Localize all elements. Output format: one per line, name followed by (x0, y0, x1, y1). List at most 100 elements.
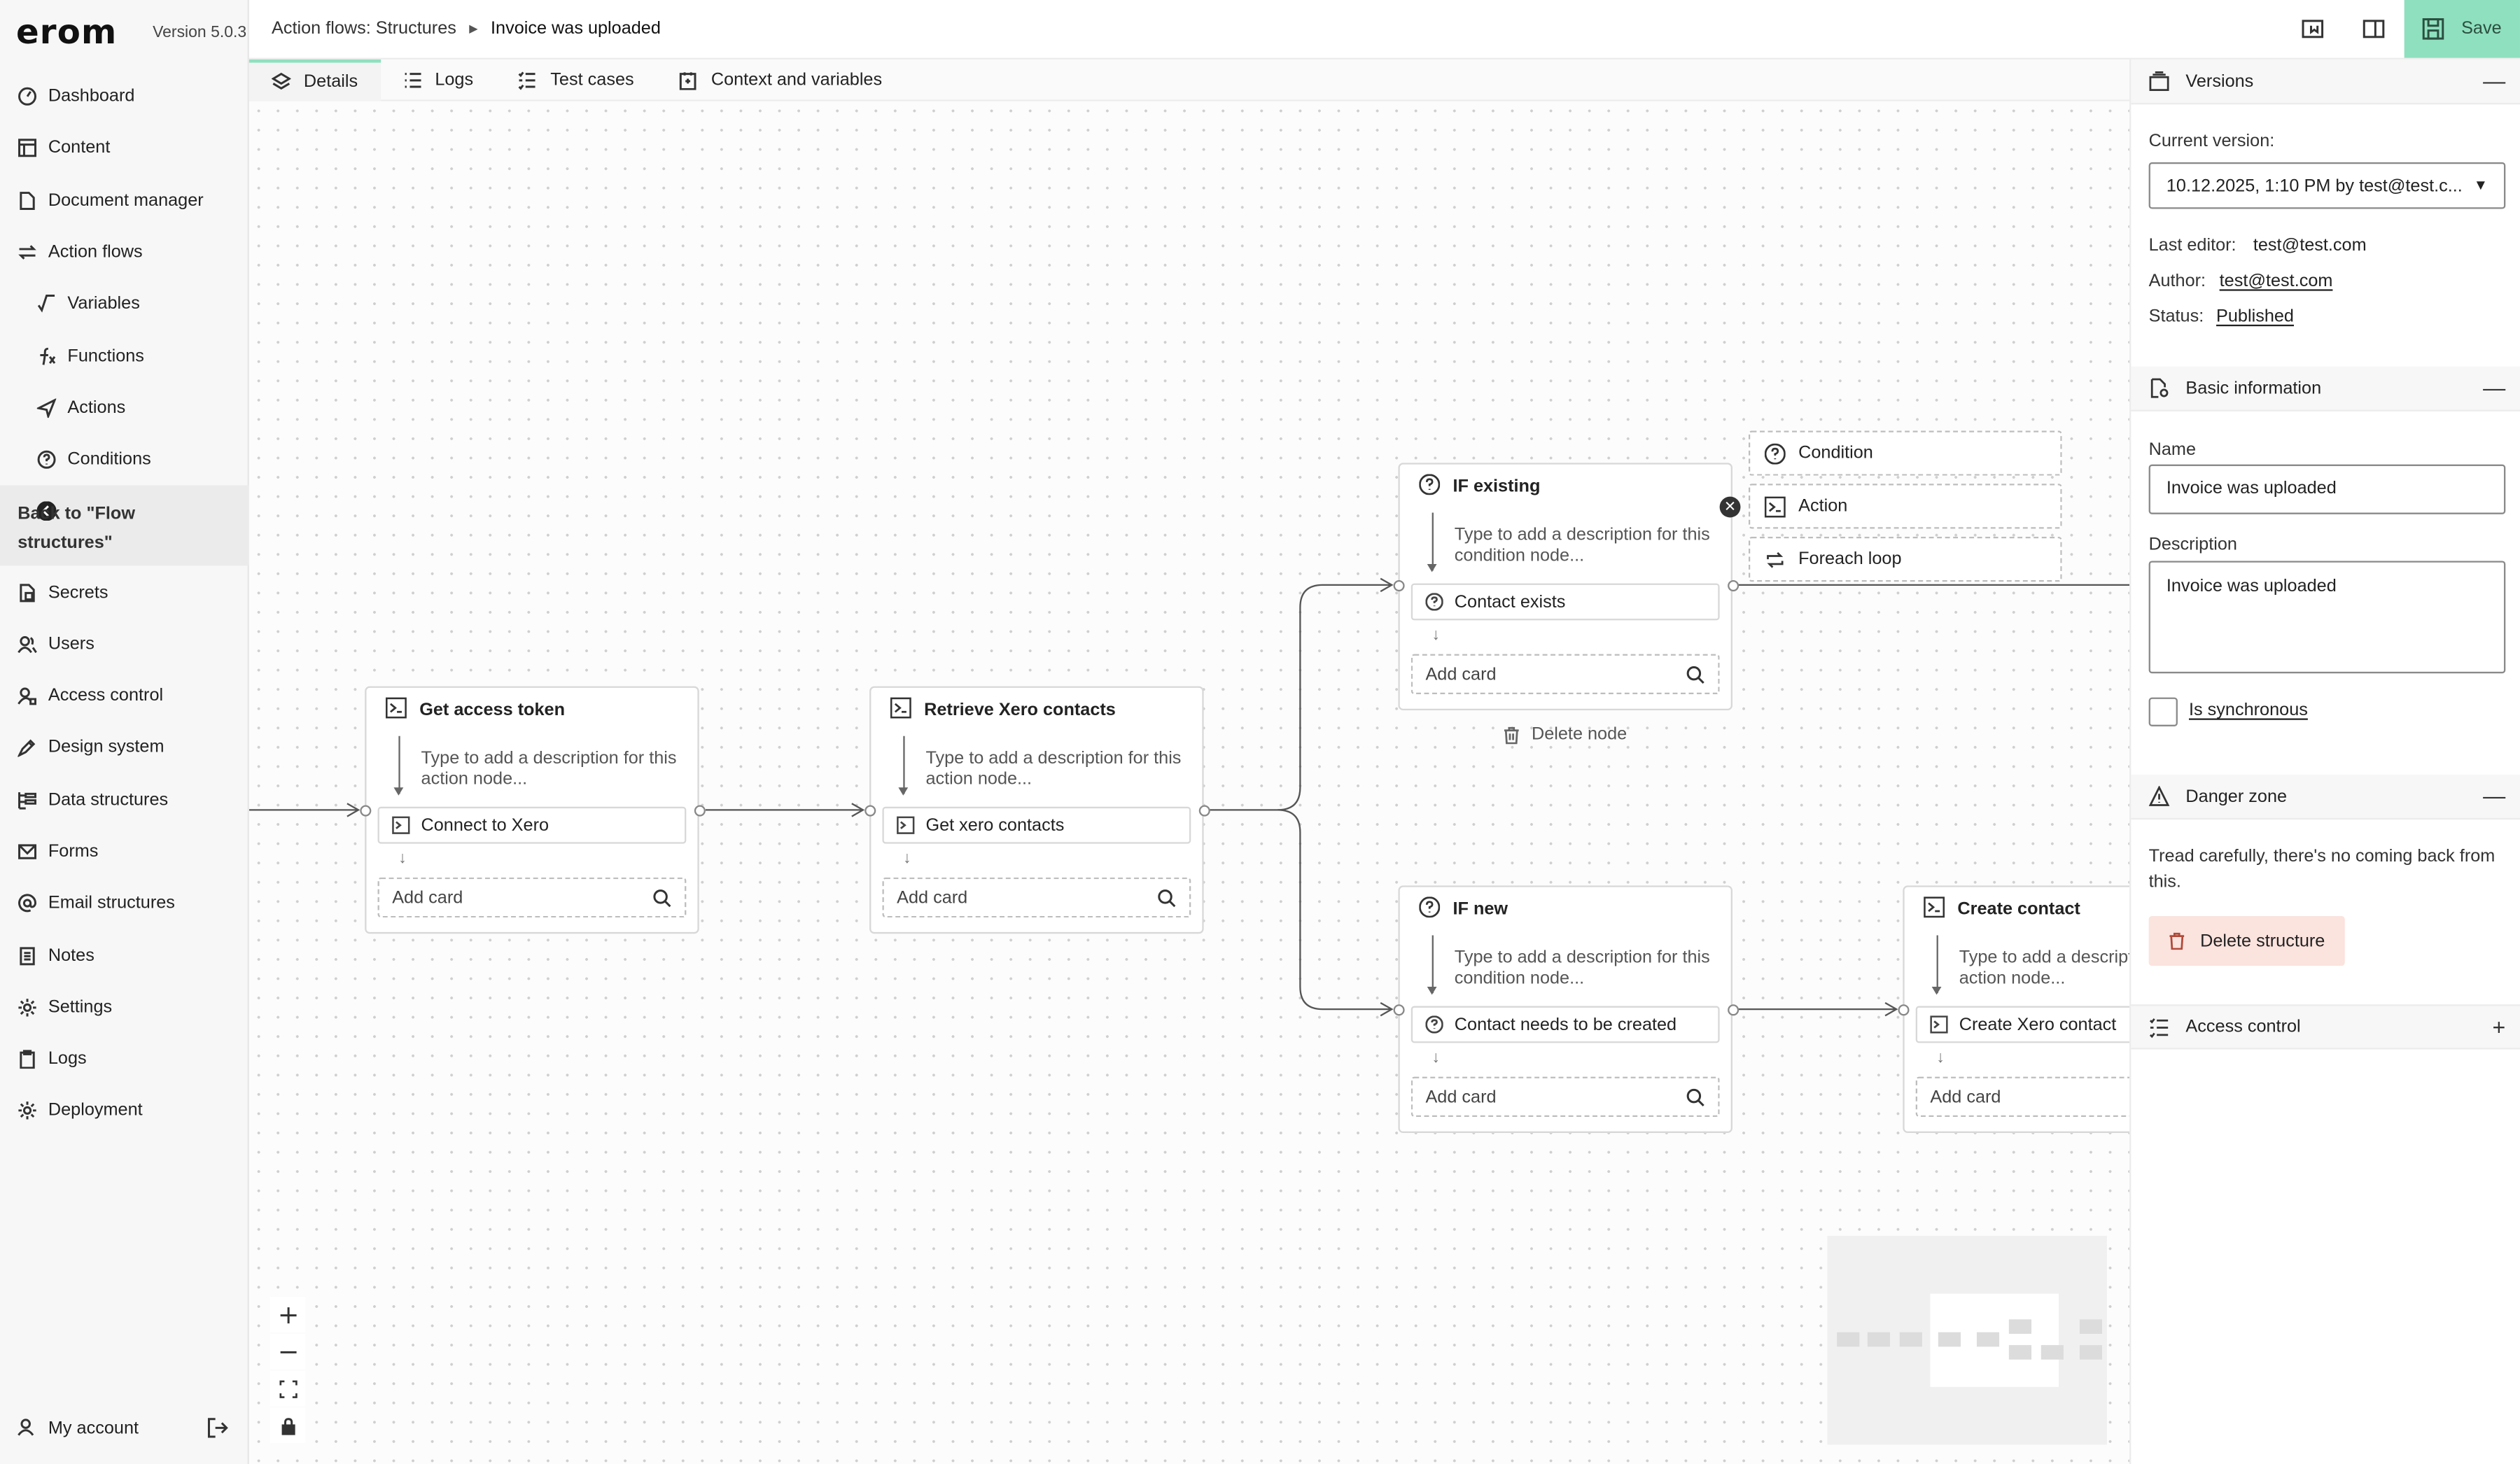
fit-view-icon[interactable] (270, 1370, 306, 1407)
collapse-icon[interactable]: — (2483, 374, 2506, 400)
sidebar-item-label: Variables (67, 294, 140, 314)
sidebar-item-label: Deployment (48, 1101, 143, 1121)
output-port[interactable] (694, 805, 706, 817)
sidebar-item-dashboard[interactable]: Dashboard (0, 71, 249, 122)
flow-node-get-access-token[interactable]: Get access token Type to add a descripti… (360, 686, 706, 934)
add-condition-option[interactable]: Condition (1748, 430, 2062, 476)
zoom-in-icon[interactable] (270, 1297, 306, 1332)
danger-zone-section-header[interactable]: Danger zone — (2131, 774, 2520, 820)
sidebar-item-logs[interactable]: Logs (0, 1034, 249, 1085)
tab-context-and-variables[interactable]: Context and variables (657, 59, 905, 101)
add-card-field[interactable]: Add card (1915, 1076, 2130, 1117)
sidebar-item-users[interactable]: Users (0, 618, 249, 670)
sidebar-item-deployment[interactable]: Deployment (0, 1085, 249, 1137)
sidebar-item-label: Design system (48, 738, 164, 758)
output-port[interactable] (1198, 805, 1210, 817)
sidebar-item-label: Back to "Flow structures" (18, 505, 135, 554)
sidebar-item-secrets[interactable]: Secrets (0, 566, 249, 618)
sidebar-item-back-to-flow-structures[interactable]: Back to "Flow structures" (0, 486, 249, 567)
node-card[interactable]: Get xero contacts (882, 806, 1191, 844)
folder-icon[interactable] (2298, 15, 2327, 43)
flow-node-if-existing[interactable]: IF existing Type to add a description fo… (1393, 463, 1740, 711)
arrows-icon (16, 241, 38, 264)
lock-icon[interactable] (270, 1407, 306, 1444)
input-port[interactable] (1393, 1004, 1405, 1016)
expand-icon[interactable]: + (2492, 1014, 2506, 1040)
node-card[interactable]: Connect to Xero (377, 806, 687, 844)
sidebar-item-label: Dashboard (48, 87, 135, 106)
output-port[interactable] (1728, 1004, 1740, 1016)
tab-test-cases[interactable]: Test cases (496, 59, 657, 101)
tab-details[interactable]: Details (248, 59, 381, 101)
my-account-link[interactable]: My account (0, 1408, 249, 1450)
flow-node-create-contact[interactable]: Create contact Type to add a description… (1898, 885, 2130, 1133)
add-card-field[interactable]: Add card (377, 877, 687, 918)
flow-node-if-new[interactable]: IF new Type to add a description for thi… (1393, 885, 1740, 1133)
access-control-section-header[interactable]: Access control + (2131, 1004, 2520, 1050)
delete-node-button[interactable]: Delete node (1503, 725, 1627, 744)
node-card[interactable]: Contact needs to be created (1410, 1006, 1720, 1043)
layers-icon (272, 72, 291, 90)
sidebar-item-content[interactable]: Content (0, 122, 249, 174)
flow-node-retrieve-xero-contacts[interactable]: Retrieve Xero contacts Type to add a des… (864, 686, 1210, 934)
section-title: Access control (2185, 1017, 2301, 1037)
description-textarea[interactable]: Invoice was uploaded (2148, 561, 2506, 674)
logout-icon[interactable] (207, 1417, 228, 1446)
properties-panel: Versions — Current version: 10.12.2025, … (2129, 59, 2520, 1464)
sidebar-item-data-structures[interactable]: Data structures (0, 774, 249, 826)
sidebar-item-settings[interactable]: Settings (0, 982, 249, 1034)
tab-logs[interactable]: Logs (380, 59, 496, 101)
node-title: Create contact (1923, 896, 2080, 922)
input-port[interactable] (1393, 580, 1405, 592)
delete-structure-button[interactable]: Delete structure (2148, 915, 2345, 966)
sidebar-item-forms[interactable]: Forms (0, 826, 249, 878)
sidebar-item-access-control[interactable]: Access control (0, 670, 249, 722)
node-description[interactable]: Type to add a description for this actio… (1959, 948, 2129, 989)
add-action-option[interactable]: Action (1748, 484, 2062, 529)
sidebar-item-notes[interactable]: Notes (0, 929, 249, 981)
basic-info-section-header[interactable]: Basic information — (2131, 366, 2520, 411)
flow-canvas[interactable]: Get access token Type to add a descripti… (248, 101, 2130, 1464)
sidebar-item-conditions[interactable]: Conditions (0, 434, 249, 486)
synchronous-checkbox[interactable] (2148, 697, 2178, 726)
sidebar-item-action-flows[interactable]: Action flows (0, 227, 249, 279)
collapse-icon[interactable]: — (2483, 782, 2506, 809)
add-card-field[interactable]: Add card (882, 877, 1191, 918)
content-icon (16, 137, 38, 160)
sidebar-item-email-structures[interactable]: Email structures (0, 878, 249, 929)
input-port[interactable] (864, 805, 876, 817)
node-description[interactable]: Type to add a description for this condi… (1454, 525, 1710, 566)
versions-section-header[interactable]: Versions — (2131, 59, 2520, 105)
node-card[interactable]: Contact exists (1410, 583, 1720, 621)
node-description[interactable]: Type to add a description for this condi… (1454, 948, 1710, 989)
add-foreach-option[interactable]: Foreach loop (1748, 536, 2062, 582)
collapse-icon[interactable]: — (2483, 67, 2506, 94)
status-link[interactable]: Published (2216, 307, 2295, 327)
section-title: Danger zone (2185, 787, 2288, 806)
sidebar-item-actions[interactable]: Actions (0, 382, 249, 434)
panel-toggle-icon[interactable] (2359, 15, 2388, 43)
sidebar-item-design-system[interactable]: Design system (0, 722, 249, 774)
node-description[interactable]: Type to add a description for this actio… (421, 749, 677, 789)
author-link[interactable]: test@test.com (2219, 272, 2333, 291)
back-icon (36, 500, 58, 523)
close-icon[interactable]: ✕ (1719, 496, 1741, 518)
add-card-field[interactable]: Add card (1410, 1076, 1720, 1117)
node-flow-line (1931, 935, 1942, 995)
input-port[interactable] (1898, 1004, 1910, 1016)
node-description[interactable]: Type to add a description for this actio… (925, 749, 1182, 789)
minimap[interactable] (1827, 1235, 2107, 1445)
synchronous-label[interactable]: Is synchronous (2189, 701, 2308, 720)
breadcrumb-parent[interactable]: Action flows: Structures (272, 19, 456, 39)
output-port[interactable] (1728, 580, 1740, 592)
version-select[interactable]: 10.12.2025, 1:10 PM by test@test.c... ▼ (2148, 162, 2506, 209)
input-port[interactable] (360, 805, 372, 817)
save-button[interactable]: Save (2404, 0, 2520, 58)
sidebar-item-variables[interactable]: Variables (0, 279, 249, 330)
name-input[interactable]: Invoice was uploaded (2148, 464, 2506, 514)
add-card-field[interactable]: Add card (1410, 654, 1720, 695)
sidebar-item-document-manager[interactable]: Document manager (0, 174, 249, 226)
zoom-out-icon[interactable] (270, 1334, 306, 1370)
sidebar-item-functions[interactable]: Functions (0, 330, 249, 382)
node-card[interactable]: Create Xero contact (1915, 1006, 2130, 1043)
